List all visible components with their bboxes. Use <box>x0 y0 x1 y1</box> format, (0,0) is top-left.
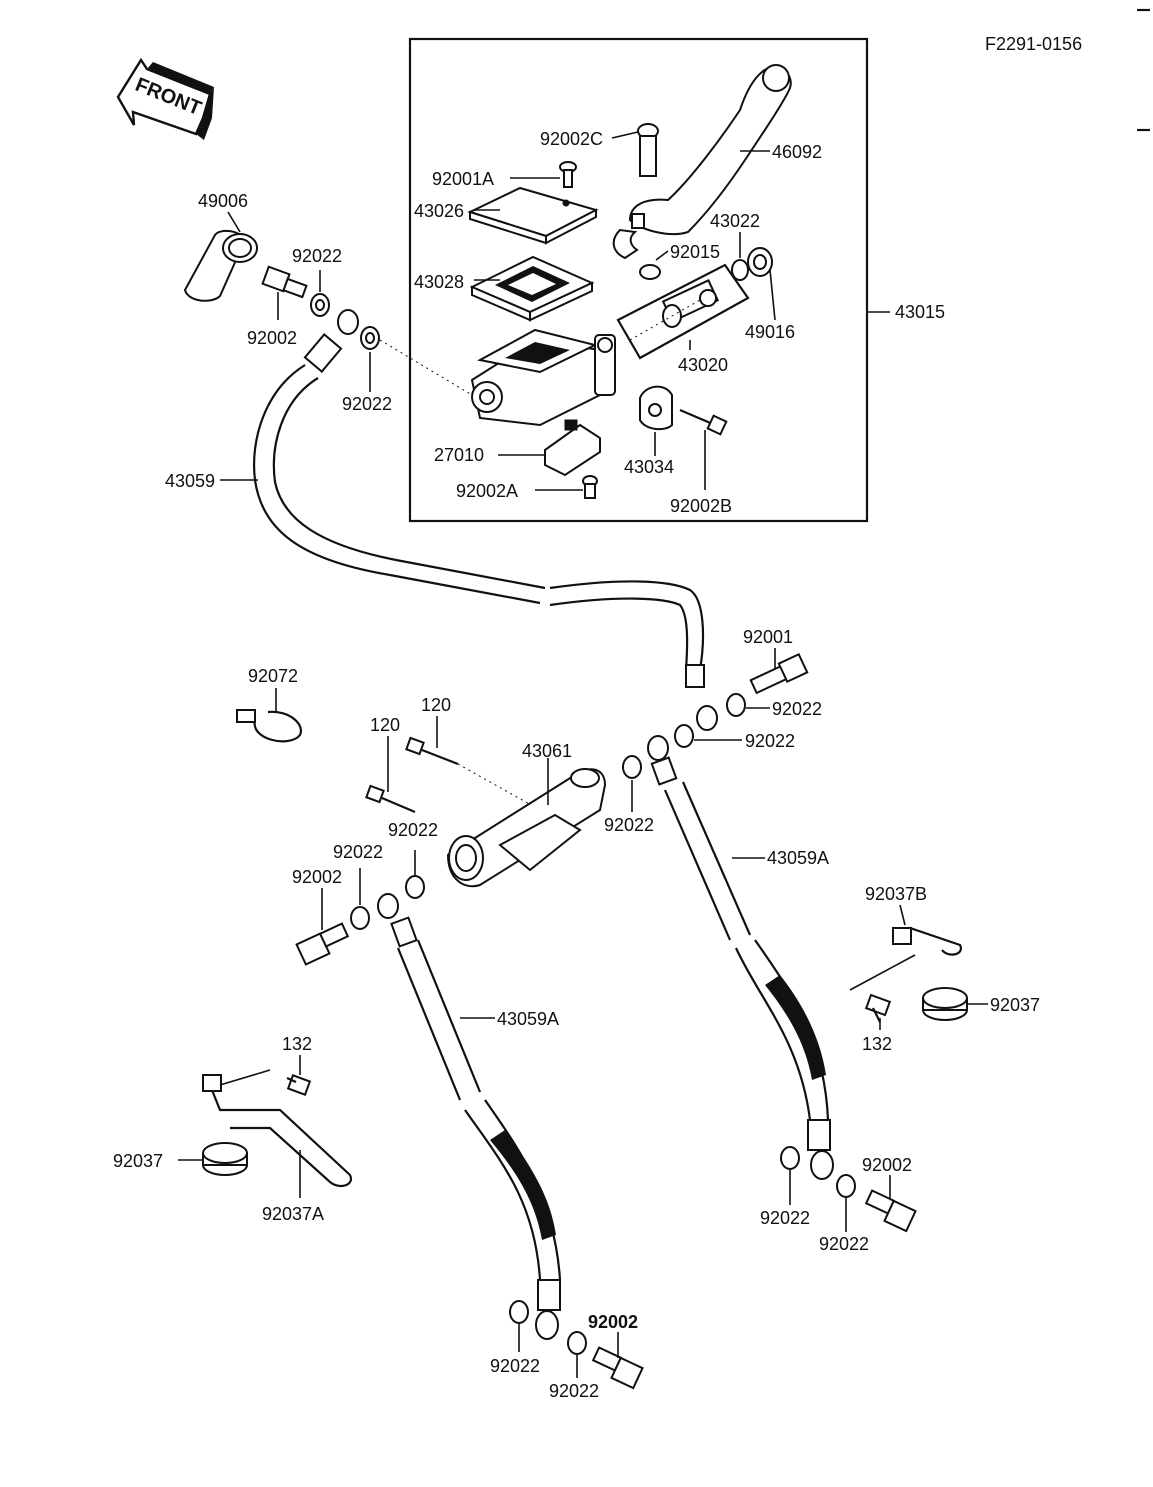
caliper-bolt-right <box>864 1189 917 1233</box>
top-banjo-bolt <box>261 265 308 299</box>
bracket-bolt-right <box>864 993 892 1023</box>
joint-bolt-upper <box>405 736 459 766</box>
figure-code: F2291-0156 <box>985 34 1082 54</box>
label-92037-a: 92037 <box>990 995 1040 1015</box>
hose-bracket-left <box>202 1074 353 1188</box>
label-92022-b: 92022 <box>342 394 392 414</box>
label-92001A: 92001A <box>432 169 494 189</box>
label-92022-d: 92022 <box>745 731 795 751</box>
label-49006: 49006 <box>198 191 248 211</box>
label-120-a: 120 <box>421 695 451 715</box>
master-cylinder-body <box>470 328 616 427</box>
label-92001: 92001 <box>743 627 793 647</box>
piston-assembly <box>616 263 750 360</box>
label-92002A: 92002A <box>456 481 518 501</box>
caliper-bolt-left <box>591 1346 644 1390</box>
label-43015: 43015 <box>895 302 945 322</box>
label-92002B: 92002B <box>670 496 732 516</box>
label-92022-k: 92022 <box>549 1381 599 1401</box>
grommet-left <box>202 1142 248 1176</box>
pivot-bolt <box>637 123 659 177</box>
joint-bolt-lower <box>365 784 416 814</box>
label-92022-e: 92022 <box>604 815 654 835</box>
label-132-a: 132 <box>282 1034 312 1054</box>
label-92002C: 92002C <box>540 129 603 149</box>
label-43059: 43059 <box>165 471 215 491</box>
bleeder-cap <box>183 229 258 302</box>
cap-screw <box>559 161 577 188</box>
label-92002-b: 92002 <box>292 867 342 887</box>
label-92015: 92015 <box>670 242 720 262</box>
hose-clip <box>236 709 303 743</box>
washer <box>622 755 642 779</box>
label-92037-b: 92037 <box>113 1151 163 1171</box>
label-92022-g: 92022 <box>333 842 383 862</box>
label-43026: 43026 <box>414 201 464 221</box>
switch-screw <box>582 475 598 499</box>
bracket-bolt-left <box>286 1074 312 1096</box>
label-43020: 43020 <box>678 355 728 375</box>
label-43022: 43022 <box>710 211 760 231</box>
hose-joint <box>446 768 607 888</box>
master-cylinder-assembly-box <box>408 37 869 523</box>
washer <box>509 1300 529 1324</box>
front-arrow-icon: FRONT <box>116 57 214 140</box>
lever-nut <box>639 264 661 280</box>
joint-banjo-bolt <box>295 922 350 966</box>
label-27010: 27010 <box>434 445 484 465</box>
label-92002-d: 92002 <box>588 1312 638 1332</box>
label-132-b: 132 <box>862 1034 892 1054</box>
label-92022-i: 92022 <box>819 1234 869 1254</box>
label-43061: 43061 <box>522 741 572 761</box>
label-92002-c: 92002 <box>862 1155 912 1175</box>
handlebar-clamp <box>639 385 673 431</box>
washer <box>350 906 370 930</box>
reservoir-cap <box>467 186 599 245</box>
label-46092: 46092 <box>772 142 822 162</box>
hose-bracket-right <box>892 926 962 956</box>
brake-hose-left <box>377 893 562 1340</box>
grommet-right <box>922 987 968 1021</box>
washer <box>836 1174 856 1198</box>
label-120-b: 120 <box>370 715 400 735</box>
label-92002-a: 92002 <box>247 328 297 348</box>
label-92037B: 92037B <box>865 884 927 904</box>
label-92022-f: 92022 <box>388 820 438 840</box>
washer <box>780 1146 800 1170</box>
label-92022-h: 92022 <box>760 1208 810 1228</box>
piston-boot <box>731 259 749 281</box>
label-43059A-a: 43059A <box>767 848 829 868</box>
washer <box>567 1331 587 1355</box>
brake-hose-right <box>647 735 834 1180</box>
brake-light-switch <box>544 419 601 477</box>
banjo-bolt-92001 <box>749 652 809 695</box>
label-49016: 49016 <box>745 322 795 342</box>
label-43028: 43028 <box>414 272 464 292</box>
label-92022-c: 92022 <box>772 699 822 719</box>
diaphragm <box>469 255 595 322</box>
label-92037A: 92037A <box>262 1204 324 1224</box>
label-92072: 92072 <box>248 666 298 686</box>
dust-seal <box>747 247 773 277</box>
label-92022-j: 92022 <box>490 1356 540 1376</box>
washer <box>405 875 425 899</box>
washer <box>674 724 694 748</box>
washer <box>726 693 746 717</box>
label-92022-a: 92022 <box>292 246 342 266</box>
label-43034: 43034 <box>624 457 674 477</box>
label-43059A-b: 43059A <box>497 1009 559 1029</box>
brake-lever <box>612 64 792 260</box>
clamp-bolt <box>679 408 728 436</box>
